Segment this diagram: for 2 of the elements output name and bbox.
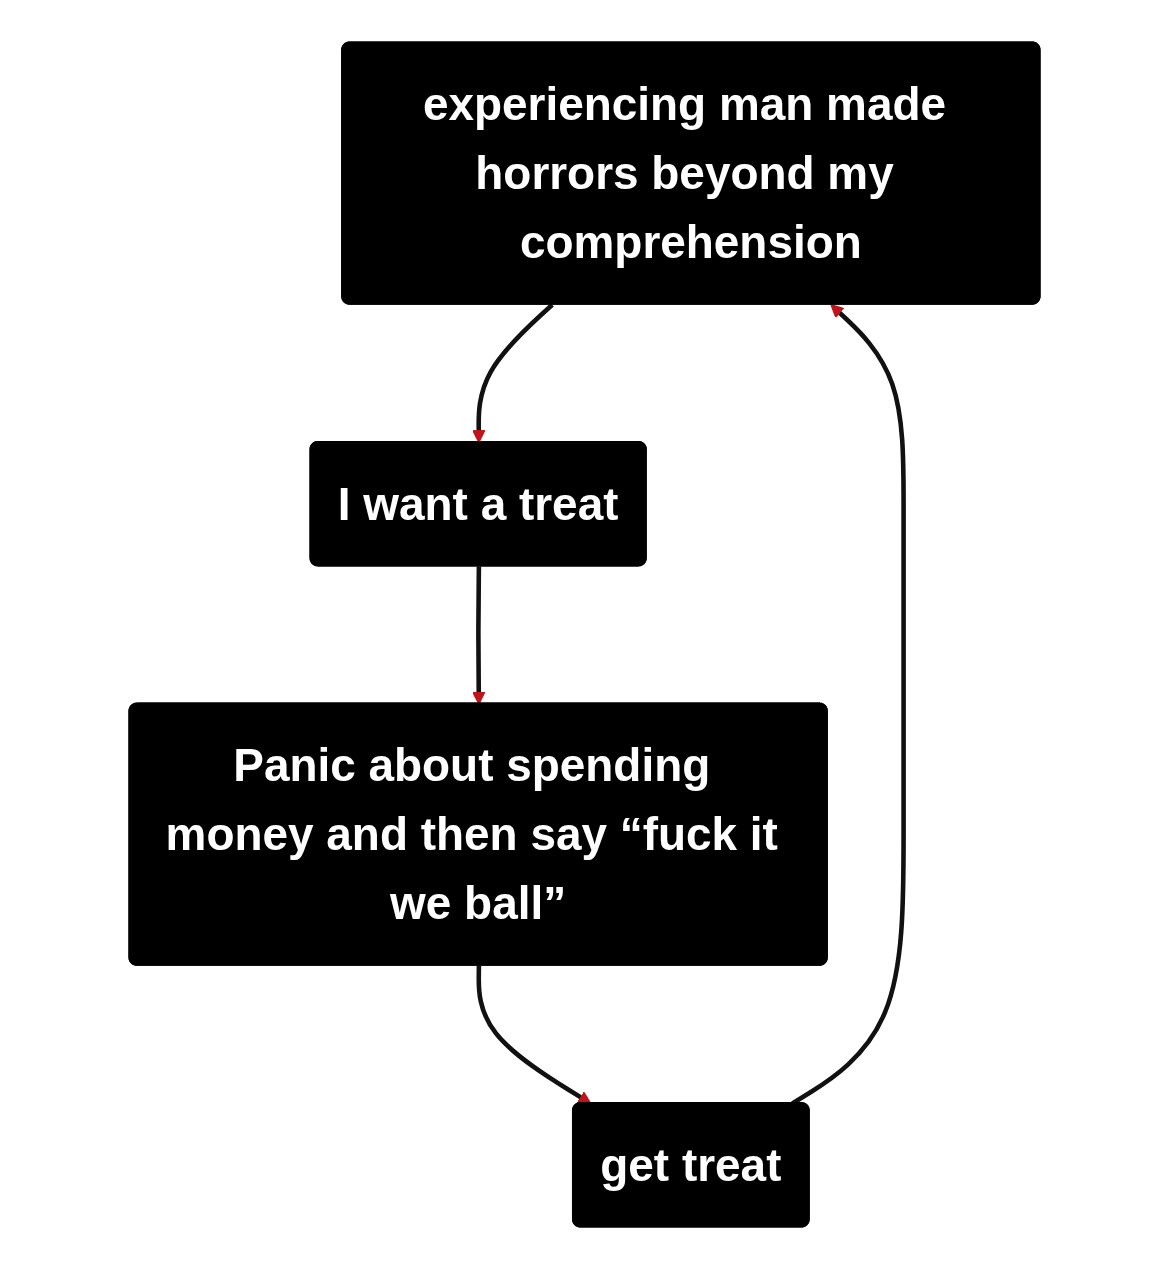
arrow	[472, 566, 486, 705]
arrow	[476, 965, 592, 1105]
